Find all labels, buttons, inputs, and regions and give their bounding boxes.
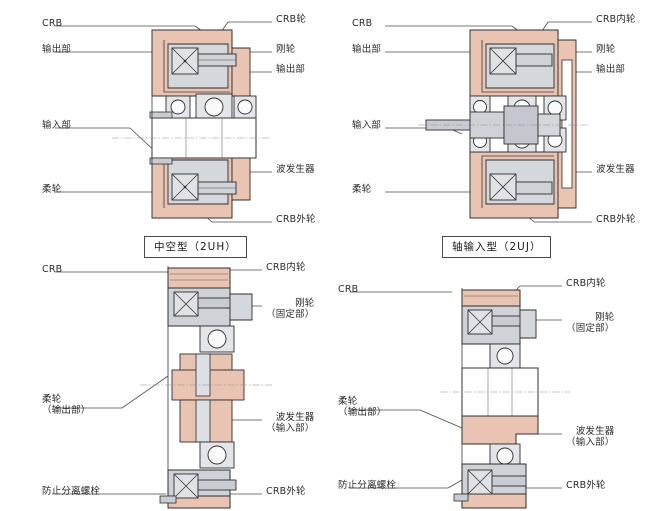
label-input-section: 输入部	[352, 120, 382, 131]
leader-lines-left	[350, 291, 463, 489]
label-output-section: 输出部	[42, 44, 72, 55]
label-anti-separation-bolt: 防止分离螺栓	[42, 486, 101, 497]
label-circular-spline: 刚轮	[596, 44, 616, 55]
bearing-row-upper	[165, 93, 257, 121]
label-crb: CRB	[352, 18, 373, 29]
cross-section-body	[140, 266, 272, 509]
panel-bottom-left: CRB 柔轮 （输出部） 防止分离螺栓 CRB内轮 刚轮 （固定部） 波发生器 …	[0, 258, 330, 511]
label-wave-generator: 波发生器	[596, 164, 635, 175]
label-wave-generator: 波发生器 （输入部）	[566, 426, 615, 448]
crb-roller-top	[173, 291, 199, 317]
crb-roller-lower	[489, 173, 517, 201]
label-wave-generator-sub: （输入部）	[566, 437, 615, 448]
panel-top-right: CRB 输出部 输入部 柔轮 CRB内轮 刚轮 输出部 波发生器 CRB外轮 轴…	[330, 0, 659, 258]
bearing-top	[199, 325, 235, 353]
cross-section-body	[112, 29, 270, 219]
crb-roller-top	[467, 309, 493, 335]
panel-bottom-left-drawing	[55, 266, 272, 509]
label-crb: CRB	[42, 18, 63, 29]
bearing-bottom	[199, 441, 235, 469]
label-crb: CRB	[338, 284, 359, 295]
label-output-section-right: 输出部	[596, 64, 626, 75]
label-flexspline: 柔轮	[352, 184, 372, 195]
cross-section-body	[418, 29, 588, 219]
leader-lines-left	[55, 271, 169, 495]
label-flexspline: 柔轮 （输出部）	[338, 396, 387, 418]
label-crb-inner-ring: CRB内轮	[266, 262, 306, 273]
label-circular-spline: 刚轮 （固定部）	[566, 312, 615, 334]
label-crb-outer-ring: CRB外轮	[266, 486, 306, 497]
label-crb-inner-ring: CRB轮	[276, 14, 307, 25]
crb-roller-lower	[171, 173, 199, 201]
label-circular-spline: 刚轮 （固定部）	[266, 298, 315, 320]
panel-bottom-right: CRB 柔轮 （输出部） 防止分离螺栓 CRB内轮 刚轮 （固定部） 波发生器 …	[330, 258, 659, 511]
crb-roller-upper	[171, 47, 199, 75]
label-crb-outer-ring: CRB外轮	[596, 214, 636, 225]
label-crb-inner-ring: CRB内轮	[596, 14, 636, 25]
label-input-section: 输入部	[42, 120, 72, 131]
panel-bottom-right-drawing	[350, 285, 570, 509]
label-flexspline: 柔轮 （输出部）	[42, 394, 91, 416]
label-wave-generator-sub: （输入部）	[266, 423, 315, 434]
label-wave-generator: 波发生器 （输入部）	[266, 412, 315, 434]
leader-lines-left	[55, 25, 216, 207]
label-output-section-right: 输出部	[276, 64, 306, 75]
label-flexspline-sub: （输出部）	[42, 405, 91, 416]
label-output-section: 输出部	[352, 44, 382, 55]
label-crb-outer-ring: CRB外轮	[566, 480, 606, 491]
label-circular-spline-sub: （固定部）	[566, 323, 615, 334]
label-crb: CRB	[42, 264, 63, 275]
label-wave-generator: 波发生器	[276, 164, 315, 175]
label-circular-spline: 刚轮	[276, 44, 296, 55]
label-flexspline: 柔轮	[42, 184, 62, 195]
caption-hollow-type: 中空型（2UH）	[144, 236, 247, 258]
panel-top-left: CRB 输出部 输入部 柔轮 CRB轮 刚轮 输出部 波发生器 CRB外轮 中空…	[0, 0, 330, 258]
wave-generator-stack	[171, 353, 245, 443]
label-circular-spline-sub: （固定部）	[266, 309, 315, 320]
cross-section-body	[440, 288, 570, 509]
crb-roller-upper	[489, 47, 517, 75]
panel-top-right-drawing	[385, 21, 592, 223]
crb-roller-bottom	[467, 469, 493, 495]
label-anti-separation-bolt: 防止分离螺栓	[338, 480, 397, 491]
caption-shaft-input-type: 轴输入型（2UJ）	[442, 236, 552, 258]
crb-roller-bottom	[173, 473, 199, 499]
label-flexspline-sub: （输出部）	[338, 407, 387, 418]
label-crb-outer-ring: CRB外轮	[276, 214, 316, 225]
panel-top-left-drawing	[55, 21, 272, 223]
label-crb-inner-ring: CRB内轮	[566, 278, 606, 289]
bearing-top	[489, 343, 521, 369]
